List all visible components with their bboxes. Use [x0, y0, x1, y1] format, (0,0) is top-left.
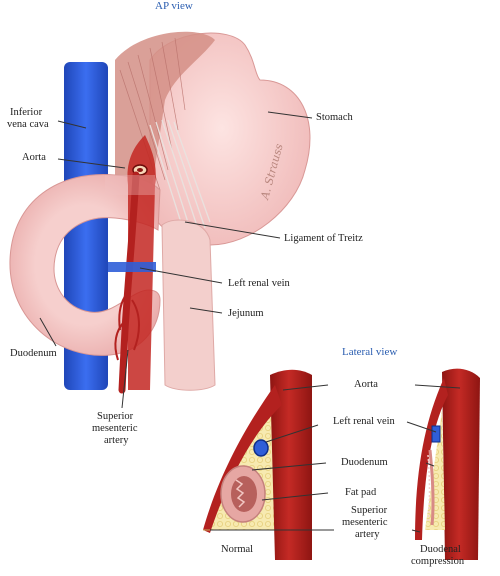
normal-aorta	[270, 369, 312, 560]
label-ligament-of-treitz: Ligament of Treitz	[284, 233, 363, 244]
left-renal-vein-shape	[108, 262, 156, 272]
label-stomach: Stomach	[316, 112, 353, 123]
normal-left-renal-vein	[253, 439, 269, 457]
label-ap-sma-line2: mesenteric	[92, 423, 138, 434]
label-lat-sma-line2: mesenteric	[342, 517, 388, 528]
label-lat-left-renal-vein: Left renal vein	[333, 416, 395, 427]
label-fat-pad: Fat pad	[345, 487, 377, 498]
label-ap-sma-line1: Superior	[97, 411, 134, 422]
label-duodenum: Duodenum	[10, 348, 57, 359]
label-ivc-line1: Inferior	[10, 107, 43, 118]
label-ivc-line2: vena cava	[7, 119, 49, 130]
compression-sma	[415, 378, 448, 540]
lateral-view-title: Lateral view	[342, 346, 398, 358]
sma-shape	[118, 171, 140, 394]
label-compression-line2: compression	[411, 556, 465, 567]
label-lat-sma-line1: Superior	[351, 505, 388, 516]
compression-duodenum	[428, 449, 435, 526]
compression-aorta	[442, 368, 480, 560]
compression-left-renal-vein	[431, 425, 441, 443]
label-jejunum: Jejunum	[228, 308, 264, 319]
label-normal: Normal	[221, 544, 254, 555]
label-lat-aorta: Aorta	[354, 379, 378, 390]
label-lat-sma-line3: artery	[355, 529, 380, 540]
ap-view-title: AP view	[155, 0, 193, 12]
label-ap-left-renal-vein: Left renal vein	[228, 278, 290, 289]
label-ap-aorta: Aorta	[22, 152, 46, 163]
label-compression-line1: Duodenal	[420, 544, 461, 555]
jejunum-shape	[161, 219, 216, 391]
label-lat-duodenum: Duodenum	[341, 457, 388, 468]
label-ap-sma-line3: artery	[104, 435, 129, 446]
